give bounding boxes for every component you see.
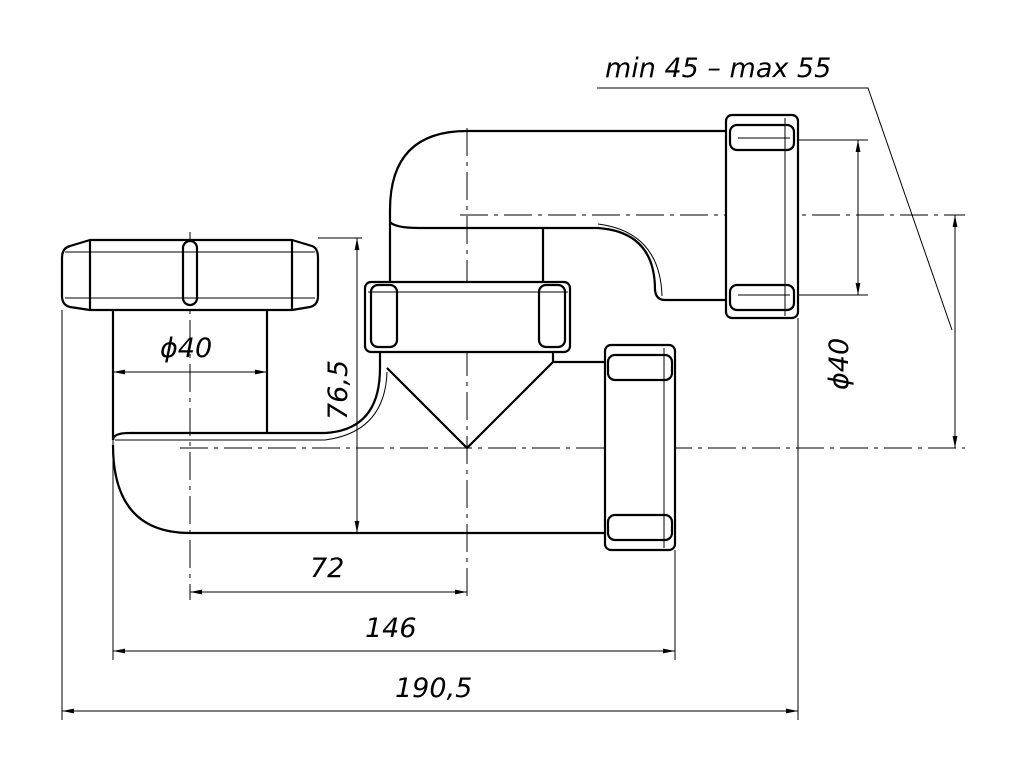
upper-right-nut — [724, 113, 800, 320]
dim-center-offset: 72 — [310, 553, 344, 584]
dim-overall-length: 190,5 — [395, 673, 472, 704]
outlet-nut — [603, 343, 677, 552]
dim-height: 76,5 — [323, 360, 354, 420]
dimension-lines — [61, 87, 958, 720]
upper-elbow-pipe — [388, 129, 725, 302]
dim-diameter-left: ϕ40 — [160, 333, 212, 364]
dim-adjustment-range: min 45 – max 55 — [605, 53, 831, 84]
dim-diameter-right: ϕ40 — [824, 338, 855, 390]
left-nut — [60, 238, 320, 312]
dim-outlet-length: 146 — [365, 613, 417, 644]
middle-nut — [363, 280, 605, 450]
